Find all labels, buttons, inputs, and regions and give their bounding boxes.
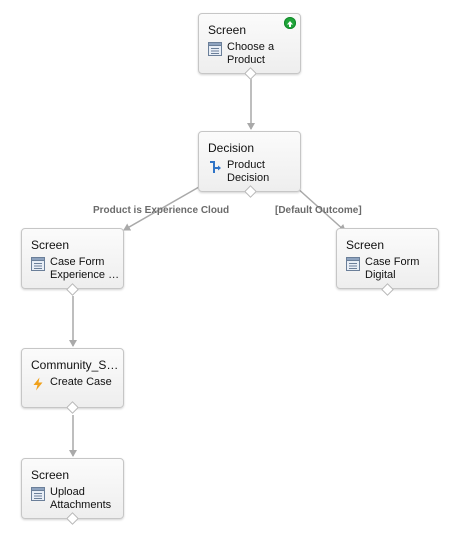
node-label: Case Form Digital: [365, 256, 420, 281]
node-community-subflow[interactable]: Community_Su... Create Case: [21, 348, 124, 408]
screen-icon: [208, 42, 222, 56]
edge-label-default-outcome: [Default Outcome]: [275, 205, 362, 216]
node-type-label: Screen: [31, 468, 70, 482]
node-label: Create Case: [50, 376, 112, 388]
node-case-form-experience[interactable]: Screen Case Form Experience C...: [21, 228, 124, 289]
node-product-decision[interactable]: Decision Product Decision: [198, 131, 301, 192]
connector-decision-to-experience[interactable]: [123, 186, 200, 231]
node-label: Product Decision: [227, 159, 270, 184]
screen-icon: [31, 487, 45, 501]
start-icon: [284, 17, 296, 29]
decision-icon: [210, 161, 221, 173]
lightning-icon: [33, 377, 43, 391]
node-type-label: Community_Su...: [31, 358, 123, 372]
node-type-label: Screen: [346, 238, 385, 252]
connector-decision-to-digital[interactable]: [295, 186, 346, 232]
node-label: Choose a Product: [227, 41, 275, 66]
edge-label-experience-cloud: Product is Experience Cloud: [93, 205, 230, 216]
node-type-label: Screen: [208, 23, 247, 37]
node-type-label: Decision: [208, 141, 255, 155]
node-label: Case Form Experience C...: [50, 256, 122, 281]
screen-icon: [346, 257, 360, 271]
node-type-label: Screen: [31, 238, 70, 252]
node-upload-attachments[interactable]: Screen Upload Attachments: [21, 458, 124, 519]
node-case-form-digital[interactable]: Screen Case Form Digital: [336, 228, 439, 289]
node-choose-product[interactable]: Screen Choose a Product: [198, 13, 301, 74]
node-label: Upload Attachments: [50, 486, 112, 511]
screen-icon: [31, 257, 45, 271]
